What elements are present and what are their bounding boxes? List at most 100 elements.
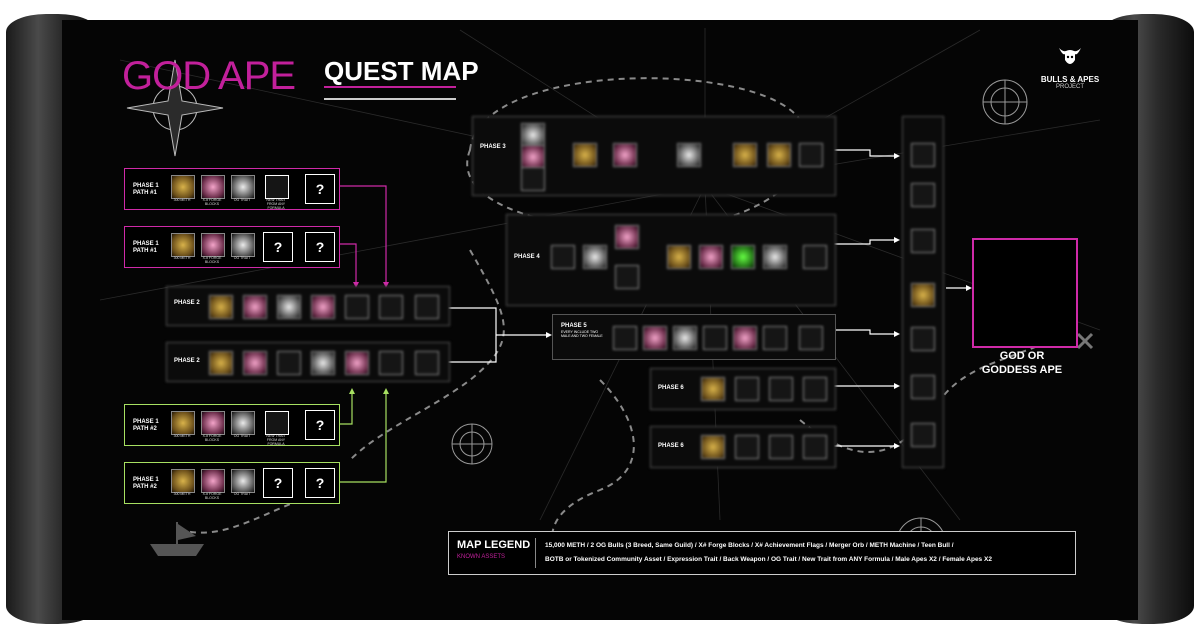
phase3-box xyxy=(472,116,836,196)
blurred-tile xyxy=(803,245,827,269)
og-trait-tile xyxy=(231,233,255,257)
empty-slot-tile xyxy=(265,411,289,435)
path-label: PATH #1 xyxy=(133,248,157,254)
phase6-label: PHASE 6 xyxy=(658,385,684,391)
tile-caption: 300 METH xyxy=(173,434,191,438)
phase6-box-b xyxy=(650,426,836,468)
blurred-tile xyxy=(799,326,823,350)
forge-block-tile xyxy=(201,469,225,493)
blurred-tile xyxy=(733,326,757,350)
blurred-tile xyxy=(615,225,639,249)
meth-tile xyxy=(171,233,195,257)
blurred-tile xyxy=(699,245,723,269)
blurred-tile xyxy=(731,245,755,269)
final-reward-line1: GOD OR xyxy=(999,350,1045,362)
legend-divider xyxy=(535,538,536,568)
mystery-tile: ? xyxy=(305,174,335,204)
blurred-tile xyxy=(803,377,827,401)
meth-tile xyxy=(171,469,195,493)
mystery-tile: ? xyxy=(305,468,335,498)
blurred-tile xyxy=(763,326,787,350)
legend-row-2: BOTB or Tokenized Community Asset / Expr… xyxy=(545,556,992,563)
blurred-tile xyxy=(311,351,335,375)
blurred-tile xyxy=(243,351,267,375)
empty-slot-tile xyxy=(265,175,289,199)
blurred-tile xyxy=(701,377,725,401)
blurred-tile xyxy=(769,377,793,401)
brand-name: BULLS & APES xyxy=(1040,75,1100,84)
brand-sub: PROJECT xyxy=(1055,84,1084,90)
mystery-tile: ? xyxy=(263,232,293,262)
compass-icon xyxy=(451,423,493,465)
blurred-tile xyxy=(643,326,667,350)
tile-caption: OG TRAIT xyxy=(233,198,251,202)
god-ape-reward-box xyxy=(972,238,1078,348)
title-accent: GOD APE xyxy=(122,54,296,98)
blurred-tile xyxy=(735,377,759,401)
tile-caption: NEW TRAIT FROM ANY FORMULA xyxy=(266,198,286,210)
path-label: PATH #2 xyxy=(133,484,157,490)
og-trait-tile xyxy=(231,175,255,199)
legend-row-1: 15,000 METH / 2 OG Bulls (3 Breed, Same … xyxy=(545,542,954,549)
mystery-tile: ? xyxy=(305,232,335,262)
phase2-box-b xyxy=(166,342,450,382)
tile-caption: OG TRAIT xyxy=(233,256,251,260)
phase2-label: PHASE 2 xyxy=(174,358,200,364)
tile-caption: NEW TRAIT FROM ANY FORMULA xyxy=(266,434,286,446)
meth-tile xyxy=(171,175,195,199)
brand-logo: BULLS & APES PROJECT xyxy=(1030,46,1110,90)
blurred-tile xyxy=(209,351,233,375)
blurred-tile xyxy=(521,145,545,169)
phase3-label: PHASE 3 xyxy=(480,144,506,150)
blurred-tile xyxy=(735,435,759,459)
path-label: PATH #1 xyxy=(133,190,157,196)
phase5-box: PHASE 5 EVERY INCLUDE TWO MALE AND TWO F… xyxy=(552,314,836,360)
phase1-label: PHASE 1 xyxy=(133,241,159,247)
blurred-tile xyxy=(379,295,403,319)
blurred-tile xyxy=(911,229,935,253)
phase6-box-a xyxy=(650,368,836,410)
blurred-tile xyxy=(911,183,935,207)
tile-caption: X-# FORGE BLOCKS xyxy=(202,198,222,206)
forge-block-tile xyxy=(201,233,225,257)
phase2-label: PHASE 2 xyxy=(174,300,200,306)
final-reward-line2: GODDESS APE xyxy=(981,363,1063,376)
tile-caption: OG TRAIT xyxy=(233,434,251,438)
compass-rose-icon xyxy=(126,59,224,157)
blurred-tile xyxy=(673,326,697,350)
blurred-tile xyxy=(911,143,935,167)
blurred-tile xyxy=(415,351,439,375)
map-legend: MAP LEGEND KNOWN ASSETS 15,000 METH / 2 … xyxy=(448,531,1076,575)
phase1-path2-box-a: PHASE 1 PATH #2 ? 300 METH X-# FORGE BLO… xyxy=(124,404,340,446)
bull-ape-logo-icon xyxy=(1059,48,1081,64)
og-trait-tile xyxy=(231,411,255,435)
blurred-tile xyxy=(573,143,597,167)
path-label: PATH #2 xyxy=(133,426,157,432)
page-title: QUEST MAP xyxy=(324,56,479,86)
final-reward-label: GOD OR GODDESS APE xyxy=(962,350,1082,378)
blurred-tile xyxy=(551,245,575,269)
blurred-tile xyxy=(415,295,439,319)
og-trait-tile xyxy=(231,469,255,493)
blurred-tile xyxy=(733,143,757,167)
blurred-tile xyxy=(209,295,233,319)
blurred-tile xyxy=(379,351,403,375)
blurred-tile xyxy=(911,327,935,351)
phase2-box-a xyxy=(166,286,450,326)
phase5-label: PHASE 5 xyxy=(561,323,587,329)
tile-caption: OG TRAIT xyxy=(233,492,251,496)
blurred-tile xyxy=(277,351,301,375)
phase4-label: PHASE 4 xyxy=(514,254,540,260)
blurred-tile xyxy=(769,435,793,459)
legend-title: MAP LEGEND xyxy=(457,539,531,551)
blurred-tile xyxy=(799,143,823,167)
phase1-path1-box-a: PHASE 1 PATH #1 ? 300 METH X-# FORGE BLO… xyxy=(124,168,340,210)
phase5-note: EVERY INCLUDE TWO MALE AND TWO FEMALE xyxy=(561,330,603,338)
phase5-tiles xyxy=(613,321,831,353)
blurred-tile xyxy=(521,167,545,191)
blurred-tile xyxy=(311,295,335,319)
blurred-tile xyxy=(803,435,827,459)
ship-icon xyxy=(150,522,204,556)
phase1-label: PHASE 1 xyxy=(133,477,159,483)
compass-icon xyxy=(982,79,1028,125)
